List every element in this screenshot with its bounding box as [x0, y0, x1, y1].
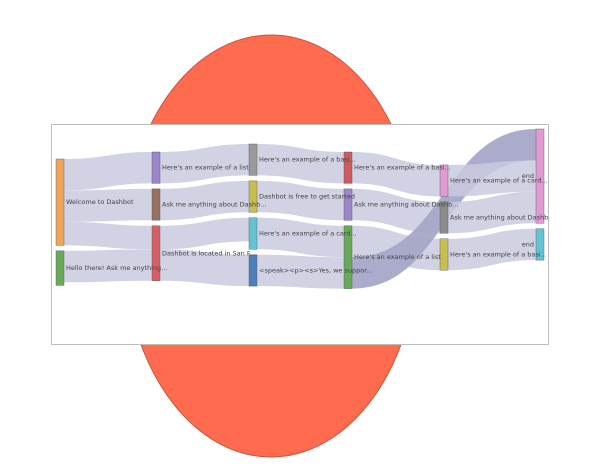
sankey-link-n10-n13[interactable]: [352, 188, 440, 234]
sankey-node-label: Dashbot is located in San F...: [162, 249, 256, 257]
sankey-node-label: Welcome to Dashbot: [66, 198, 134, 206]
sankey-node-label: Here's an example of a card...: [259, 230, 357, 238]
nodes-layer: [55, 128, 545, 289]
sankey-link-n0-n4[interactable]: [64, 221, 152, 250]
sankey-link-n0-n3[interactable]: [64, 188, 152, 222]
sankey-link-n9-n12[interactable]: [352, 152, 440, 197]
sankey-node-n8[interactable]: [248, 254, 258, 287]
sankey-node-label: Here's an example of a basi...: [450, 251, 547, 259]
sankey-node-n14[interactable]: [439, 238, 449, 271]
sankey-node-label: Here's an example of a list: [354, 253, 441, 261]
sankey-node-n16[interactable]: [535, 228, 545, 261]
sankey-node-label: Here's an example of a basi...: [354, 164, 451, 172]
sankey-link-n13-n15[interactable]: [448, 191, 536, 234]
sankey-node-n11[interactable]: [343, 225, 353, 289]
sankey-link-n0-n2[interactable]: [64, 152, 152, 191]
sankey-link-n5-n9[interactable]: [257, 144, 344, 184]
sankey-node-label: Dashbot is free to get started: [259, 193, 355, 201]
sankey-node-n0[interactable]: [55, 158, 65, 246]
sankey-node-label: Ask me anything about Dashb...: [354, 201, 458, 209]
sankey-node-label: Here's an example of a list: [162, 164, 249, 172]
sankey-node-n9[interactable]: [343, 151, 353, 184]
sankey-node-n4[interactable]: [151, 225, 161, 281]
sankey-node-n12[interactable]: [439, 164, 449, 197]
sankey-node-label: Here's an example of a card...: [450, 177, 548, 185]
sankey-node-label: end: [522, 172, 534, 180]
sankey-link-n4-n8[interactable]: [160, 249, 249, 287]
sankey-node-n13[interactable]: [439, 201, 449, 234]
sankey-node-label: Hello there! Ask me anything...: [66, 264, 167, 272]
sankey-node-label: Ask me anything about Dashb...: [450, 214, 548, 222]
sankey-link-n7-n11[interactable]: [257, 217, 344, 258]
sankey-node-n15[interactable]: [535, 128, 545, 224]
sankey-node-label: Here's an example of a basi...: [259, 156, 356, 164]
sankey-node-label: <speak><p><s>Yes, we suppor...: [259, 266, 372, 274]
sankey-link-n2-n5[interactable]: [160, 144, 249, 184]
sankey-link-n8-n11[interactable]: [257, 254, 344, 289]
sankey-link-n1-n4[interactable]: [64, 249, 152, 283]
sankey-link-n6-n10[interactable]: [257, 180, 344, 221]
sankey-link-n12-n15[interactable]: [448, 160, 536, 197]
sankey-node-n10[interactable]: [343, 188, 353, 221]
sankey-node-n7[interactable]: [248, 217, 258, 250]
sankey-node-n2[interactable]: [151, 151, 161, 184]
sankey-node-label: end: [522, 240, 534, 248]
sankey-node-label: Ask me anything about Dashb...: [162, 201, 266, 209]
sankey-node-n6[interactable]: [248, 180, 258, 213]
sankey-link-n3-n6[interactable]: [160, 180, 249, 221]
sankey-node-n1[interactable]: [55, 250, 65, 286]
sankey-node-n5[interactable]: [248, 143, 258, 176]
sankey-link-n14-n16[interactable]: [448, 228, 536, 271]
sankey-link-n4-n7[interactable]: [160, 217, 249, 250]
sankey-node-n3[interactable]: [151, 188, 161, 221]
